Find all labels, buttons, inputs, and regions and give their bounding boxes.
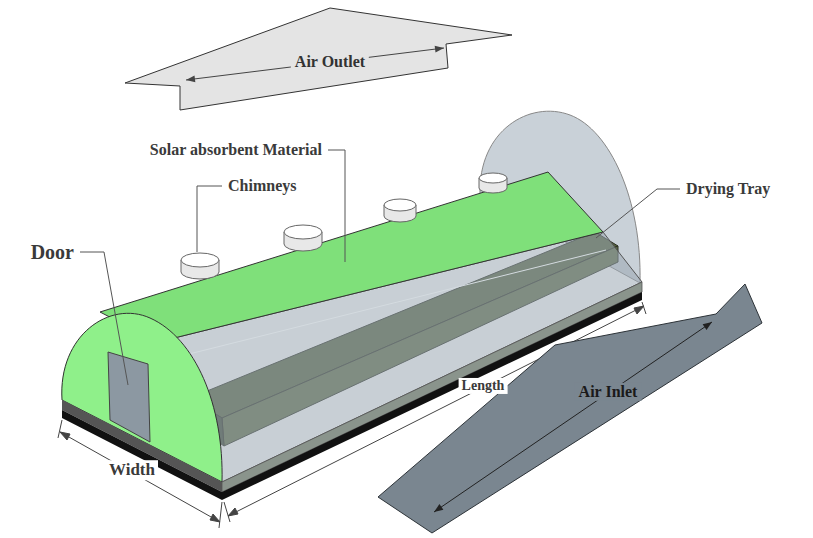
leader-line	[80, 252, 128, 385]
flow-direction-line	[186, 48, 444, 80]
part-label: Solar absorbent Material	[150, 141, 322, 159]
leader-line	[596, 189, 680, 238]
dimension-line	[60, 432, 220, 522]
flow-direction-line	[434, 322, 712, 512]
flow-label: Air Outlet	[291, 53, 369, 71]
solar-absorbent-roof	[100, 172, 603, 342]
flow-direction-line	[434, 322, 712, 512]
dimension-line	[60, 432, 70, 440]
arrow-head	[703, 322, 712, 330]
arrow-outline	[378, 284, 762, 533]
part-label: Drying Tray	[686, 180, 770, 198]
dimension-line	[210, 514, 220, 522]
arrow-head	[435, 46, 444, 53]
dimension-line	[224, 502, 230, 522]
arrow-head	[434, 504, 443, 512]
dimension-line	[58, 420, 62, 438]
arrow-outline	[125, 8, 512, 110]
chimney	[384, 199, 416, 222]
arrow-shape	[372, 278, 766, 536]
dimension-line	[634, 306, 644, 314]
leader-line	[328, 150, 345, 262]
base-slab	[62, 400, 222, 492]
chimney	[479, 173, 507, 193]
chimney	[181, 173, 507, 279]
chimney	[284, 225, 322, 239]
flow-direction-line	[186, 46, 444, 83]
air-flow-arrow: Air Outlet	[120, 4, 516, 114]
chimney	[181, 253, 219, 267]
leader-line	[197, 186, 222, 252]
solar-absorbent-roof	[100, 172, 603, 342]
dimension-label: Width	[106, 460, 158, 480]
part-label: Door	[31, 241, 74, 264]
dimension-label: Length	[459, 378, 508, 394]
chimney	[284, 225, 322, 251]
chimney	[479, 173, 507, 183]
air-flow-arrow: Air Inlet	[372, 278, 766, 536]
chimney	[384, 199, 416, 211]
chimney	[181, 253, 219, 279]
arrow-head	[186, 75, 195, 82]
dimension-line	[219, 502, 222, 528]
dimension-line	[228, 508, 238, 516]
flow-label: Air Inlet	[575, 383, 642, 401]
part-label: Chimneys	[228, 177, 296, 195]
